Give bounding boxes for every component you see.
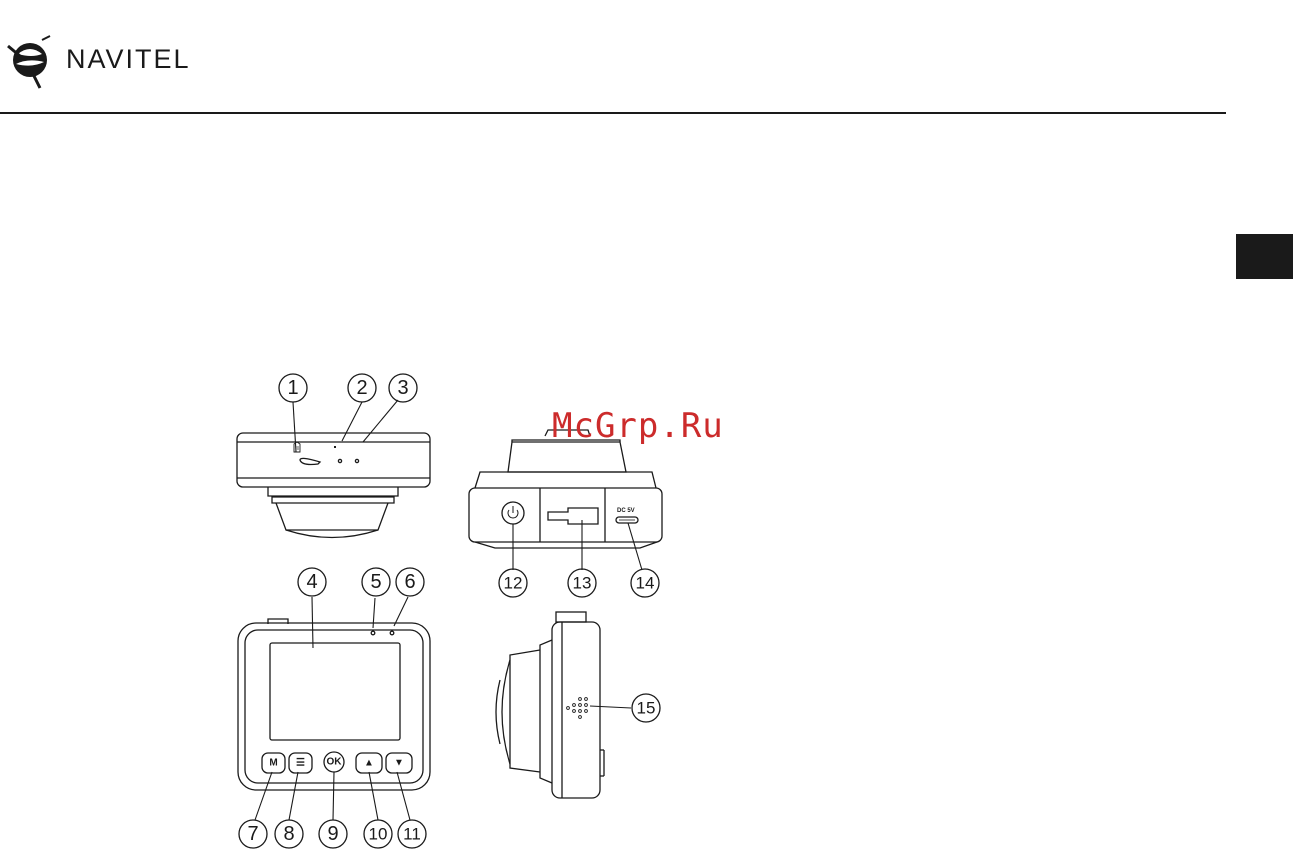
menu-button: ☰	[296, 758, 305, 769]
device-port-view	[469, 430, 662, 548]
callout-1: 1	[287, 377, 298, 399]
callout-15: 15	[637, 699, 656, 718]
callout-7: 7	[247, 823, 258, 845]
speaker-grille-icon	[567, 698, 588, 719]
down-button: ▼	[394, 758, 404, 769]
device-side-view	[496, 612, 604, 798]
callout-10: 10	[369, 825, 388, 844]
callout-12: 12	[504, 574, 523, 593]
up-button: ▲	[364, 758, 374, 769]
callout-13: 13	[573, 574, 592, 593]
callout-3: 3	[397, 377, 408, 399]
callout-2: 2	[356, 377, 367, 399]
device-top-view	[237, 433, 430, 538]
callout-leaders	[255, 400, 642, 820]
callout-8: 8	[283, 823, 294, 845]
mode-button: M	[269, 758, 277, 769]
callout-11: 11	[403, 825, 421, 844]
watermark-text: McGrp.Ru	[552, 406, 724, 446]
callout-14: 14	[636, 574, 655, 593]
ok-button: OK	[327, 757, 343, 768]
sd-card-icon	[294, 442, 300, 452]
callout-4: 4	[306, 571, 317, 593]
dc-port-label: DC 5V	[617, 508, 635, 514]
power-icon	[502, 502, 524, 524]
callout-6: 6	[404, 571, 415, 593]
callout-5: 5	[370, 571, 381, 593]
callout-9: 9	[327, 823, 338, 845]
